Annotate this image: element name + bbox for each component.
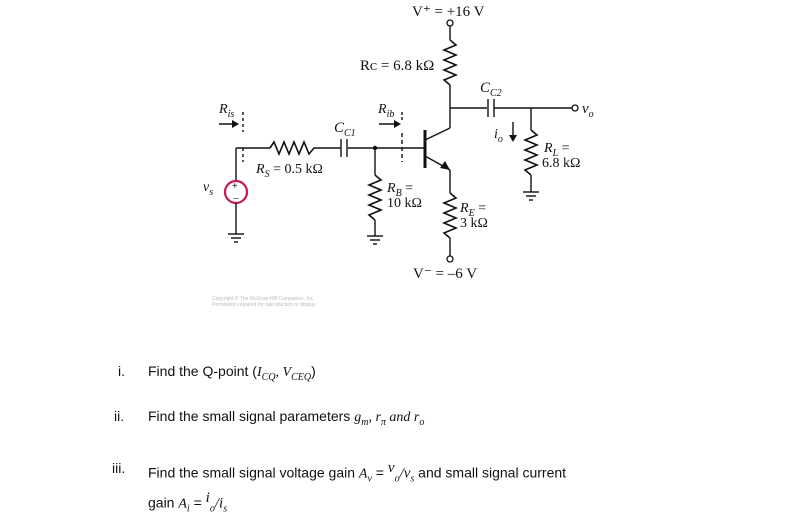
rl-value: 6.8 kΩ <box>542 156 580 171</box>
vplus-terminal <box>446 19 454 27</box>
rc-label: Rᴄ = 6.8 kΩ <box>360 58 434 74</box>
cc2-label: CC2 <box>480 80 502 99</box>
re-resistor <box>441 192 459 239</box>
vminus-terminal <box>446 255 454 263</box>
vo-terminal <box>571 104 579 112</box>
io-label: io <box>494 127 503 145</box>
svg-text:−: − <box>233 193 239 205</box>
cc1-label: CC1 <box>334 120 356 139</box>
vo-label: vo <box>582 101 594 120</box>
rb-label: RB = <box>386 181 413 199</box>
rl-resistor <box>522 129 540 176</box>
vplus-label: V⁺ = +16 V <box>412 4 485 20</box>
rs-resistor <box>269 139 318 157</box>
re-value: 3 kΩ <box>460 216 488 231</box>
vs-label: vs <box>203 180 213 198</box>
rs-label: RS = 0.5 kΩ <box>255 162 323 180</box>
copyright-notice: Copyright © The McGraw-Hill Companies, I… <box>212 296 317 308</box>
bjt-amplifier-schematic: V⁺ = +16 V Rᴄ = 6.8 kΩ CC2 vo RL = 6.8 k… <box>203 4 594 282</box>
emitter-arrow <box>440 161 450 170</box>
question-number: iii. <box>112 460 126 476</box>
rb-resistor <box>366 174 384 221</box>
re-label: RE = <box>459 201 486 219</box>
question-number: ii. <box>114 408 125 424</box>
rl-label: RL = <box>543 141 570 159</box>
rc-resistor <box>441 39 459 86</box>
ris-label: Ris <box>218 102 234 120</box>
rb-value: 10 kΩ <box>387 196 422 211</box>
question-3-continued: gain Ai = io/is <box>148 490 228 515</box>
svg-text:+: + <box>232 181 238 192</box>
question-number: i. <box>118 363 125 379</box>
rib-label: Rib <box>377 102 394 120</box>
vminus-label: V⁻ = –6 V <box>413 266 477 282</box>
